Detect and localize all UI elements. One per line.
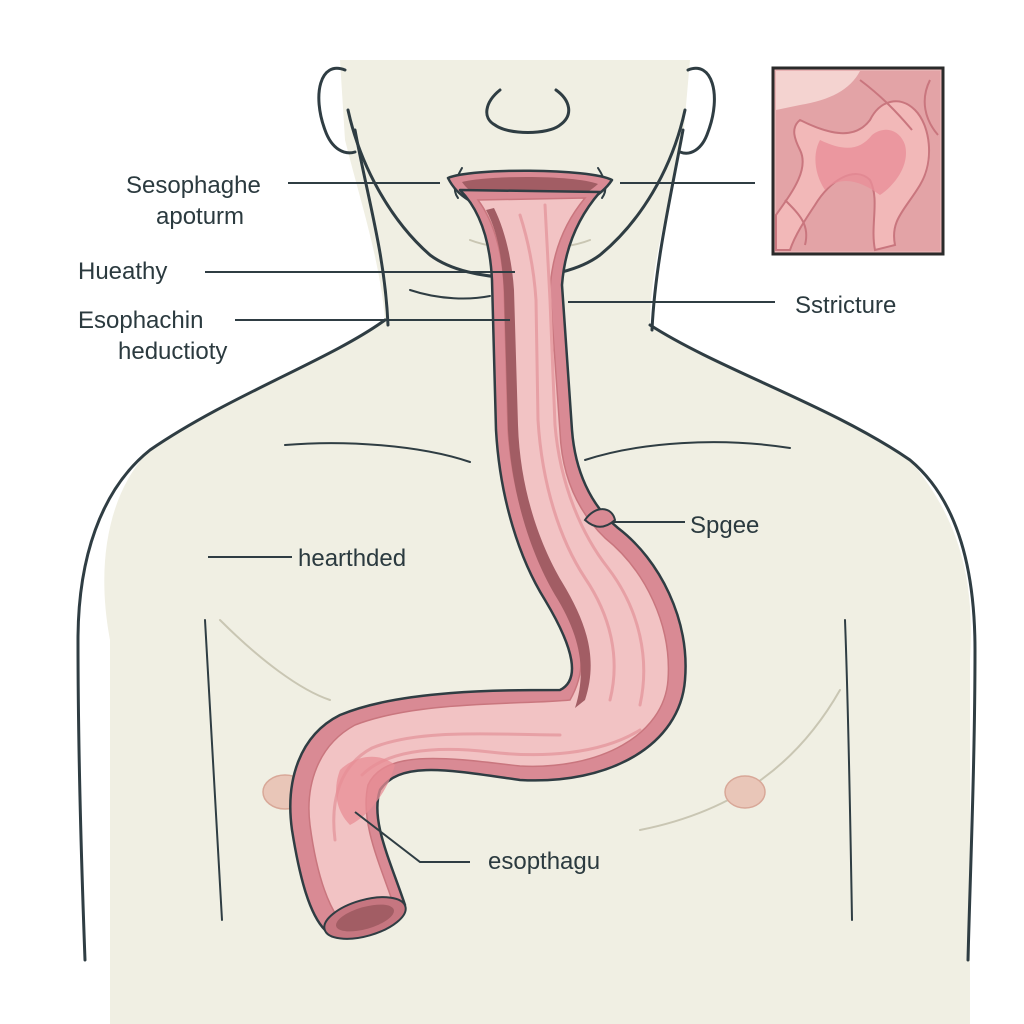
neck-right-line [650, 128, 685, 332]
label-esophagus-aperture-line1: Sesophaghe [126, 172, 261, 199]
tissue-inset-closeup [771, 66, 945, 256]
right-arm-inner-line [844, 619, 853, 921]
inset-upper-cells [776, 71, 860, 110]
lower-curve-lining [360, 728, 642, 777]
label-esophagus-aperture: Sesophaghe apoturm [126, 170, 261, 232]
label-esophageal-reduction: Esophachin heductioty [78, 305, 227, 367]
left-shoulder-line [76, 318, 387, 962]
inset-vessel-1 [859, 79, 913, 131]
right-nipple [724, 775, 766, 809]
left-arm-inner-line [204, 619, 223, 921]
left-chest-line [219, 619, 331, 701]
right-shoulder-line [648, 323, 977, 962]
leader-lines [205, 182, 775, 863]
right-collarbone-line [584, 441, 791, 461]
left-ear [317, 66, 357, 155]
stricture-notch [583, 508, 617, 528]
label-stricture: Sstricture [795, 292, 897, 319]
esophagus-lumen [486, 208, 591, 708]
neck-left-line [353, 128, 390, 327]
label-healthy: Hueathy [78, 258, 168, 285]
leader-esophagus [354, 811, 470, 863]
label-sponge: Spgee [690, 512, 760, 539]
right-chest-line [639, 689, 841, 831]
label-esophagus-aperture-line2: apoturm [156, 203, 245, 231]
tube-end-inner [336, 904, 394, 932]
inset-vessel-3 [784, 199, 808, 246]
right-ear [678, 66, 716, 155]
left-collarbone-line [284, 442, 471, 463]
label-heartburn: hearthded [298, 545, 407, 572]
esophagus-lining-2 [543, 203, 646, 707]
inset-vessel-2 [923, 79, 939, 136]
label-esophageal-reduction-line1: Esophachin [78, 307, 204, 334]
lower-curve-lumen [332, 732, 562, 842]
esophagus-tube [289, 169, 687, 940]
label-esophagus: esopthagu [488, 848, 601, 875]
neck-base-line [409, 289, 491, 300]
inset-tissue-core [815, 129, 906, 195]
label-esophageal-reduction-line2: heductioty [118, 338, 228, 366]
nose [485, 88, 571, 134]
inflamed-area [336, 756, 395, 825]
esophagus-lining [518, 213, 616, 702]
